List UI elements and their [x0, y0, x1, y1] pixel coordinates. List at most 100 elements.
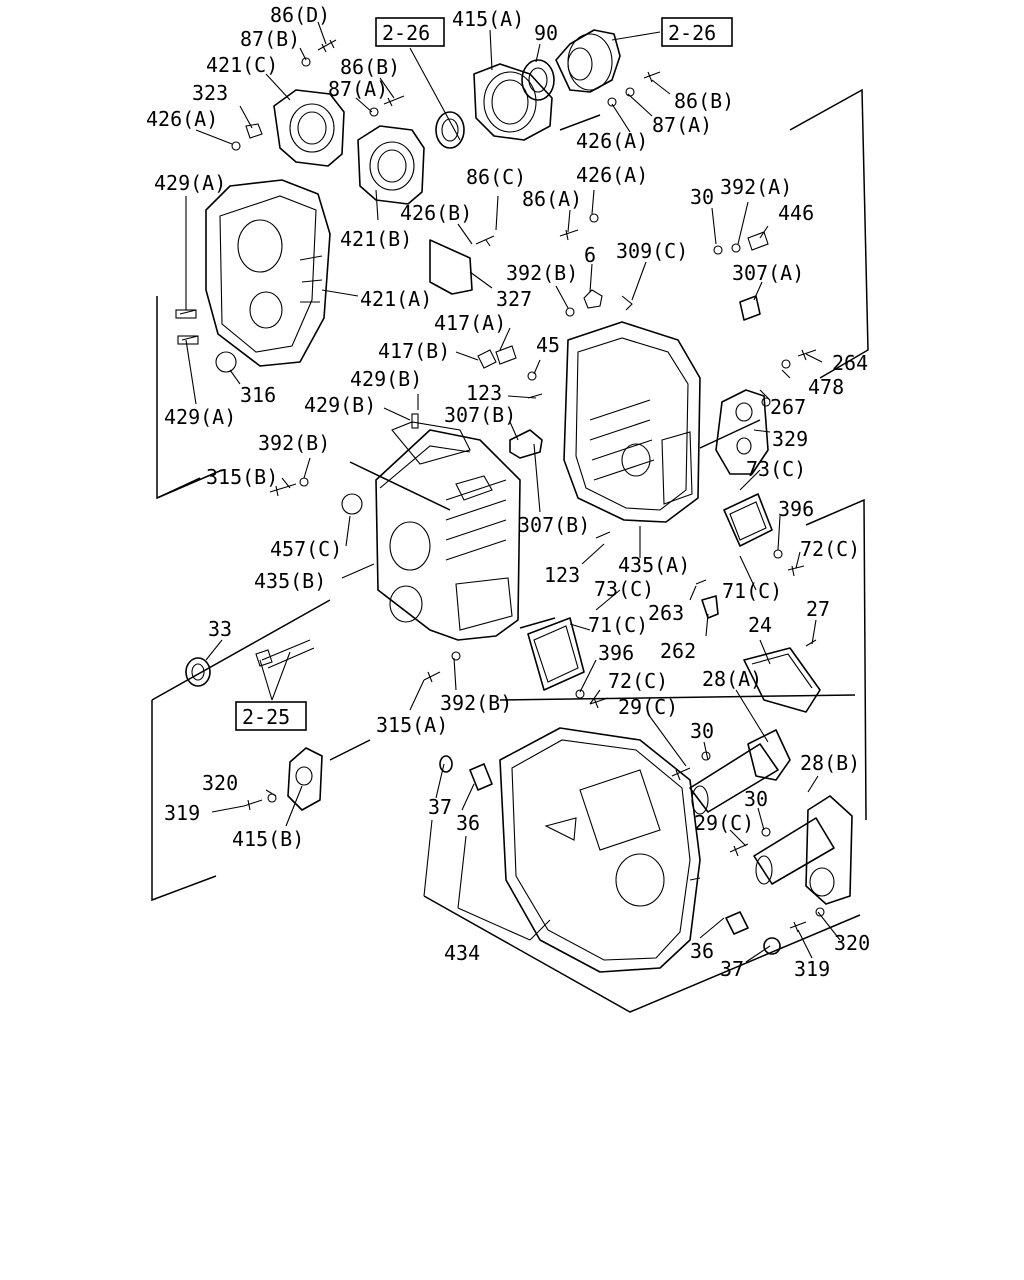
label-123-top: 123: [466, 381, 502, 405]
label-36-right: 36: [690, 939, 714, 963]
housing-435b: [341, 421, 521, 641]
label-392A: 392(A): [720, 175, 792, 199]
label-429B-up: 429(B): [350, 367, 422, 391]
label-307B-lo: 307(B): [518, 513, 590, 537]
label-86B-top: 86(B): [340, 55, 400, 79]
label-392B-left: 392(B): [258, 431, 330, 455]
callout-labels: 86(D) 87(B) 421(C) 86(B) 323 87(A) 426(A…: [146, 3, 870, 981]
label-319-right: 319: [794, 957, 830, 981]
label-396-mid: 396: [598, 641, 634, 665]
label-415B: 415(B): [232, 827, 304, 851]
label-392B-bot: 392(B): [440, 691, 512, 715]
label-29C-lo: 29(C): [694, 811, 754, 835]
label-86B-right: 86(B): [674, 89, 734, 113]
ref-box-2-25[interactable]: 2-25: [235, 701, 307, 731]
bolt-315a: [269, 477, 461, 683]
bearing-cover-421c: [273, 89, 345, 167]
label-446: 446: [778, 201, 814, 225]
assembly-guide-lines: [151, 88, 869, 1013]
label-421B: 421(B): [340, 227, 412, 251]
label-421A: 421(A): [360, 287, 432, 311]
label-319-left: 319: [164, 801, 200, 825]
label-396-right: 396: [778, 497, 814, 521]
seal-33: [185, 639, 315, 687]
label-426A-mid: 426(A): [576, 129, 648, 153]
label-90: 90: [534, 21, 558, 45]
label-28A: 28(A): [702, 667, 762, 691]
plate-327: [429, 235, 495, 295]
label-86A: 86(A): [522, 187, 582, 211]
label-73C-right: 73(C): [746, 457, 806, 481]
cover-329: [715, 349, 817, 475]
seal-415a-area: [435, 29, 661, 149]
label-392B-mid: 392(B): [506, 261, 578, 285]
label-29C-top: 29(C): [618, 695, 678, 719]
cover-71c-right: [723, 493, 805, 577]
ref-box-2-26-left[interactable]: 2-26: [375, 17, 445, 47]
label-457C: 457(C): [270, 537, 342, 561]
label-71C-right: 71(C): [722, 579, 782, 603]
label-478: 478: [808, 375, 844, 399]
label-327: 327: [496, 287, 532, 311]
label-426B: 426(B): [400, 201, 472, 225]
label-435A: 435(A): [618, 553, 690, 577]
label-426A-left: 426(A): [146, 107, 218, 131]
label-309C: 309(C): [616, 239, 688, 263]
label-307A: 307(A): [732, 261, 804, 285]
label-27: 27: [806, 597, 830, 621]
label-72C-mid: 72(C): [608, 669, 668, 693]
leader-lines: [185, 21, 841, 963]
label-33: 33: [208, 617, 232, 641]
label-86C: 86(C): [466, 165, 526, 189]
label-37-right: 37: [720, 957, 744, 981]
tube-28b: [729, 795, 853, 933]
label-87A-right: 87(A): [652, 113, 712, 137]
label-72C-right: 72(C): [800, 537, 860, 561]
bracket-24: [743, 639, 821, 713]
label-123-lo: 123: [544, 563, 580, 587]
label-30-top: 30: [690, 185, 714, 209]
label-435B: 435(B): [254, 569, 326, 593]
label-87A-top: 87(A): [328, 77, 388, 101]
svg-text:2-26: 2-26: [382, 21, 430, 45]
housing-435a: [563, 321, 701, 523]
label-36-left: 36: [456, 811, 480, 835]
tube-28a: [671, 729, 791, 815]
label-320-left: 320: [202, 771, 238, 795]
label-262: 262: [660, 639, 696, 663]
label-71C-mid: 71(C): [588, 613, 648, 637]
svg-text:2-26: 2-26: [668, 21, 716, 45]
label-87B-top: 87(B): [240, 27, 300, 51]
label-24: 24: [748, 613, 772, 637]
label-417A: 417(A): [434, 311, 506, 335]
label-429A-top: 429(A): [154, 171, 226, 195]
label-320-right: 320: [834, 931, 870, 955]
label-73C-mid: 73(C): [594, 577, 654, 601]
label-421C: 421(C): [206, 53, 278, 77]
bearing-cover-421b: [357, 125, 425, 205]
label-426A-up: 426(A): [576, 163, 648, 187]
label-86D: 86(D): [270, 3, 330, 27]
bushings-36-37: [439, 755, 781, 955]
bell-housing-434: [499, 727, 701, 973]
label-267: 267: [770, 395, 806, 419]
small-bolts-top-left: [231, 39, 405, 151]
label-429A-bot: 429(A): [164, 405, 236, 429]
label-45: 45: [536, 333, 560, 357]
label-315A: 315(A): [376, 713, 448, 737]
fitting-262: [695, 579, 719, 619]
label-434: 434: [444, 941, 480, 965]
label-264: 264: [832, 351, 868, 375]
label-37-left: 37: [428, 795, 452, 819]
plugs-417: [411, 345, 611, 539]
label-30-mid: 30: [690, 719, 714, 743]
svg-text:2-25: 2-25: [242, 705, 290, 729]
label-315B: 315(B): [206, 465, 278, 489]
label-30-lo: 30: [744, 787, 768, 811]
label-429B-lo: 429(B): [304, 393, 376, 417]
label-417B: 417(B): [378, 339, 450, 363]
cover-71c-mid: [527, 617, 609, 709]
ref-box-2-26-right[interactable]: 2-26: [661, 17, 733, 47]
label-28B: 28(B): [800, 751, 860, 775]
